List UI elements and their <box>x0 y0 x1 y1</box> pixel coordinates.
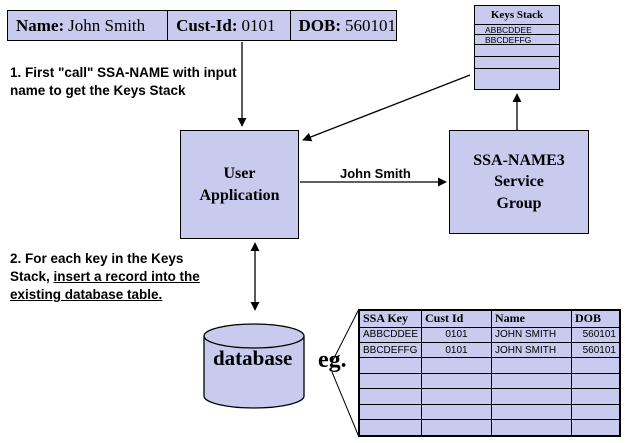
table-row-empty <box>359 403 620 421</box>
keys-stack: Keys Stack ABBCDDEE BBCDEFFG <box>474 5 560 90</box>
arrow-keys-to-app <box>302 74 471 142</box>
name-value: John Smith <box>68 15 146 35</box>
table-row-empty <box>359 388 620 405</box>
cell-cust-id: 0101 <box>421 326 492 344</box>
ssa-service-line3: Group <box>496 194 542 212</box>
cell-dob: 560101 <box>571 341 620 359</box>
header-cust-id: Cust Id <box>421 310 492 328</box>
keys-stack-row: ABBCDDEE <box>475 25 559 35</box>
table-row-empty <box>359 372 620 390</box>
cust-id-label: Cust-Id: <box>176 15 238 35</box>
cell-ssa-key: ABBCDDEE <box>359 326 422 344</box>
table-row-empty <box>359 419 620 436</box>
keys-stack-title: Keys Stack <box>475 6 559 25</box>
name-cell: Name: John Smith <box>8 11 169 40</box>
table-row: ABBCDDEE 0101 JOHN SMITH 560101 <box>359 326 620 344</box>
callout-line-top <box>331 308 360 363</box>
keys-stack-row-empty <box>475 57 559 69</box>
header-ssa-key: SSA Key <box>359 310 422 328</box>
header-dob: DOB <box>571 310 620 328</box>
dob-label: DOB: <box>298 15 342 35</box>
ssa-key-table: SSA Key Cust Id Name DOB ABBCDDEE 0101 J… <box>358 309 621 437</box>
dob-value: 560101 <box>345 15 396 35</box>
name-label: Name: <box>16 15 65 35</box>
ssa-service-line2: Service <box>494 173 544 191</box>
step-1-number: 1. <box>10 65 22 80</box>
cell-name: JOHN SMITH <box>491 326 572 344</box>
cust-id-value: 0101 <box>241 15 276 35</box>
table-row: BBCDEFFG 0101 JOHN SMITH 560101 <box>359 341 620 359</box>
table-row-empty <box>359 357 620 374</box>
database-label: database <box>213 346 293 370</box>
step-2-number: 2. <box>10 251 22 266</box>
keys-stack-row-empty <box>475 69 559 81</box>
step-2-text-underlined: insert a record into the existing databa… <box>10 269 200 302</box>
cell-name: JOHN SMITH <box>491 341 572 359</box>
user-application-box: User Application <box>180 130 299 239</box>
customer-record-bar: Name: John Smith Cust-Id: 0101 DOB: 5601… <box>7 10 397 41</box>
ssa-service-box: SSA-NAME3 Service Group <box>449 130 589 234</box>
cell-ssa-key: BBCDEFFG <box>359 341 422 359</box>
step-2-note: 2. For each key in the Keys Stack, inser… <box>10 250 210 304</box>
user-application-line1: User <box>223 164 256 182</box>
step-1-note: 1. First "call" SSA-NAME with input name… <box>10 64 240 100</box>
step-2-text: For each key in the Keys Stack, <box>10 251 184 284</box>
callout-line-bottom <box>331 371 360 438</box>
arrow-label: John Smith <box>340 166 411 181</box>
database-cylinder <box>203 323 305 409</box>
user-application-line2: Application <box>199 186 280 204</box>
ssa-service-line1: SSA-NAME3 <box>473 151 565 169</box>
cell-cust-id: 0101 <box>421 341 492 359</box>
cust-id-cell: Cust-Id: 0101 <box>168 11 291 40</box>
step-1-text: First "call" SSA-NAME with input name to… <box>10 65 237 98</box>
table-header-row: SSA Key Cust Id Name DOB <box>359 310 620 328</box>
keys-stack-row: BBCDEFFG <box>475 35 559 45</box>
eg-label: eg. <box>318 347 347 373</box>
dob-cell: DOB: 560101 <box>291 11 397 40</box>
keys-stack-row-empty <box>475 45 559 57</box>
header-name: Name <box>491 310 572 328</box>
cell-dob: 560101 <box>571 326 620 344</box>
